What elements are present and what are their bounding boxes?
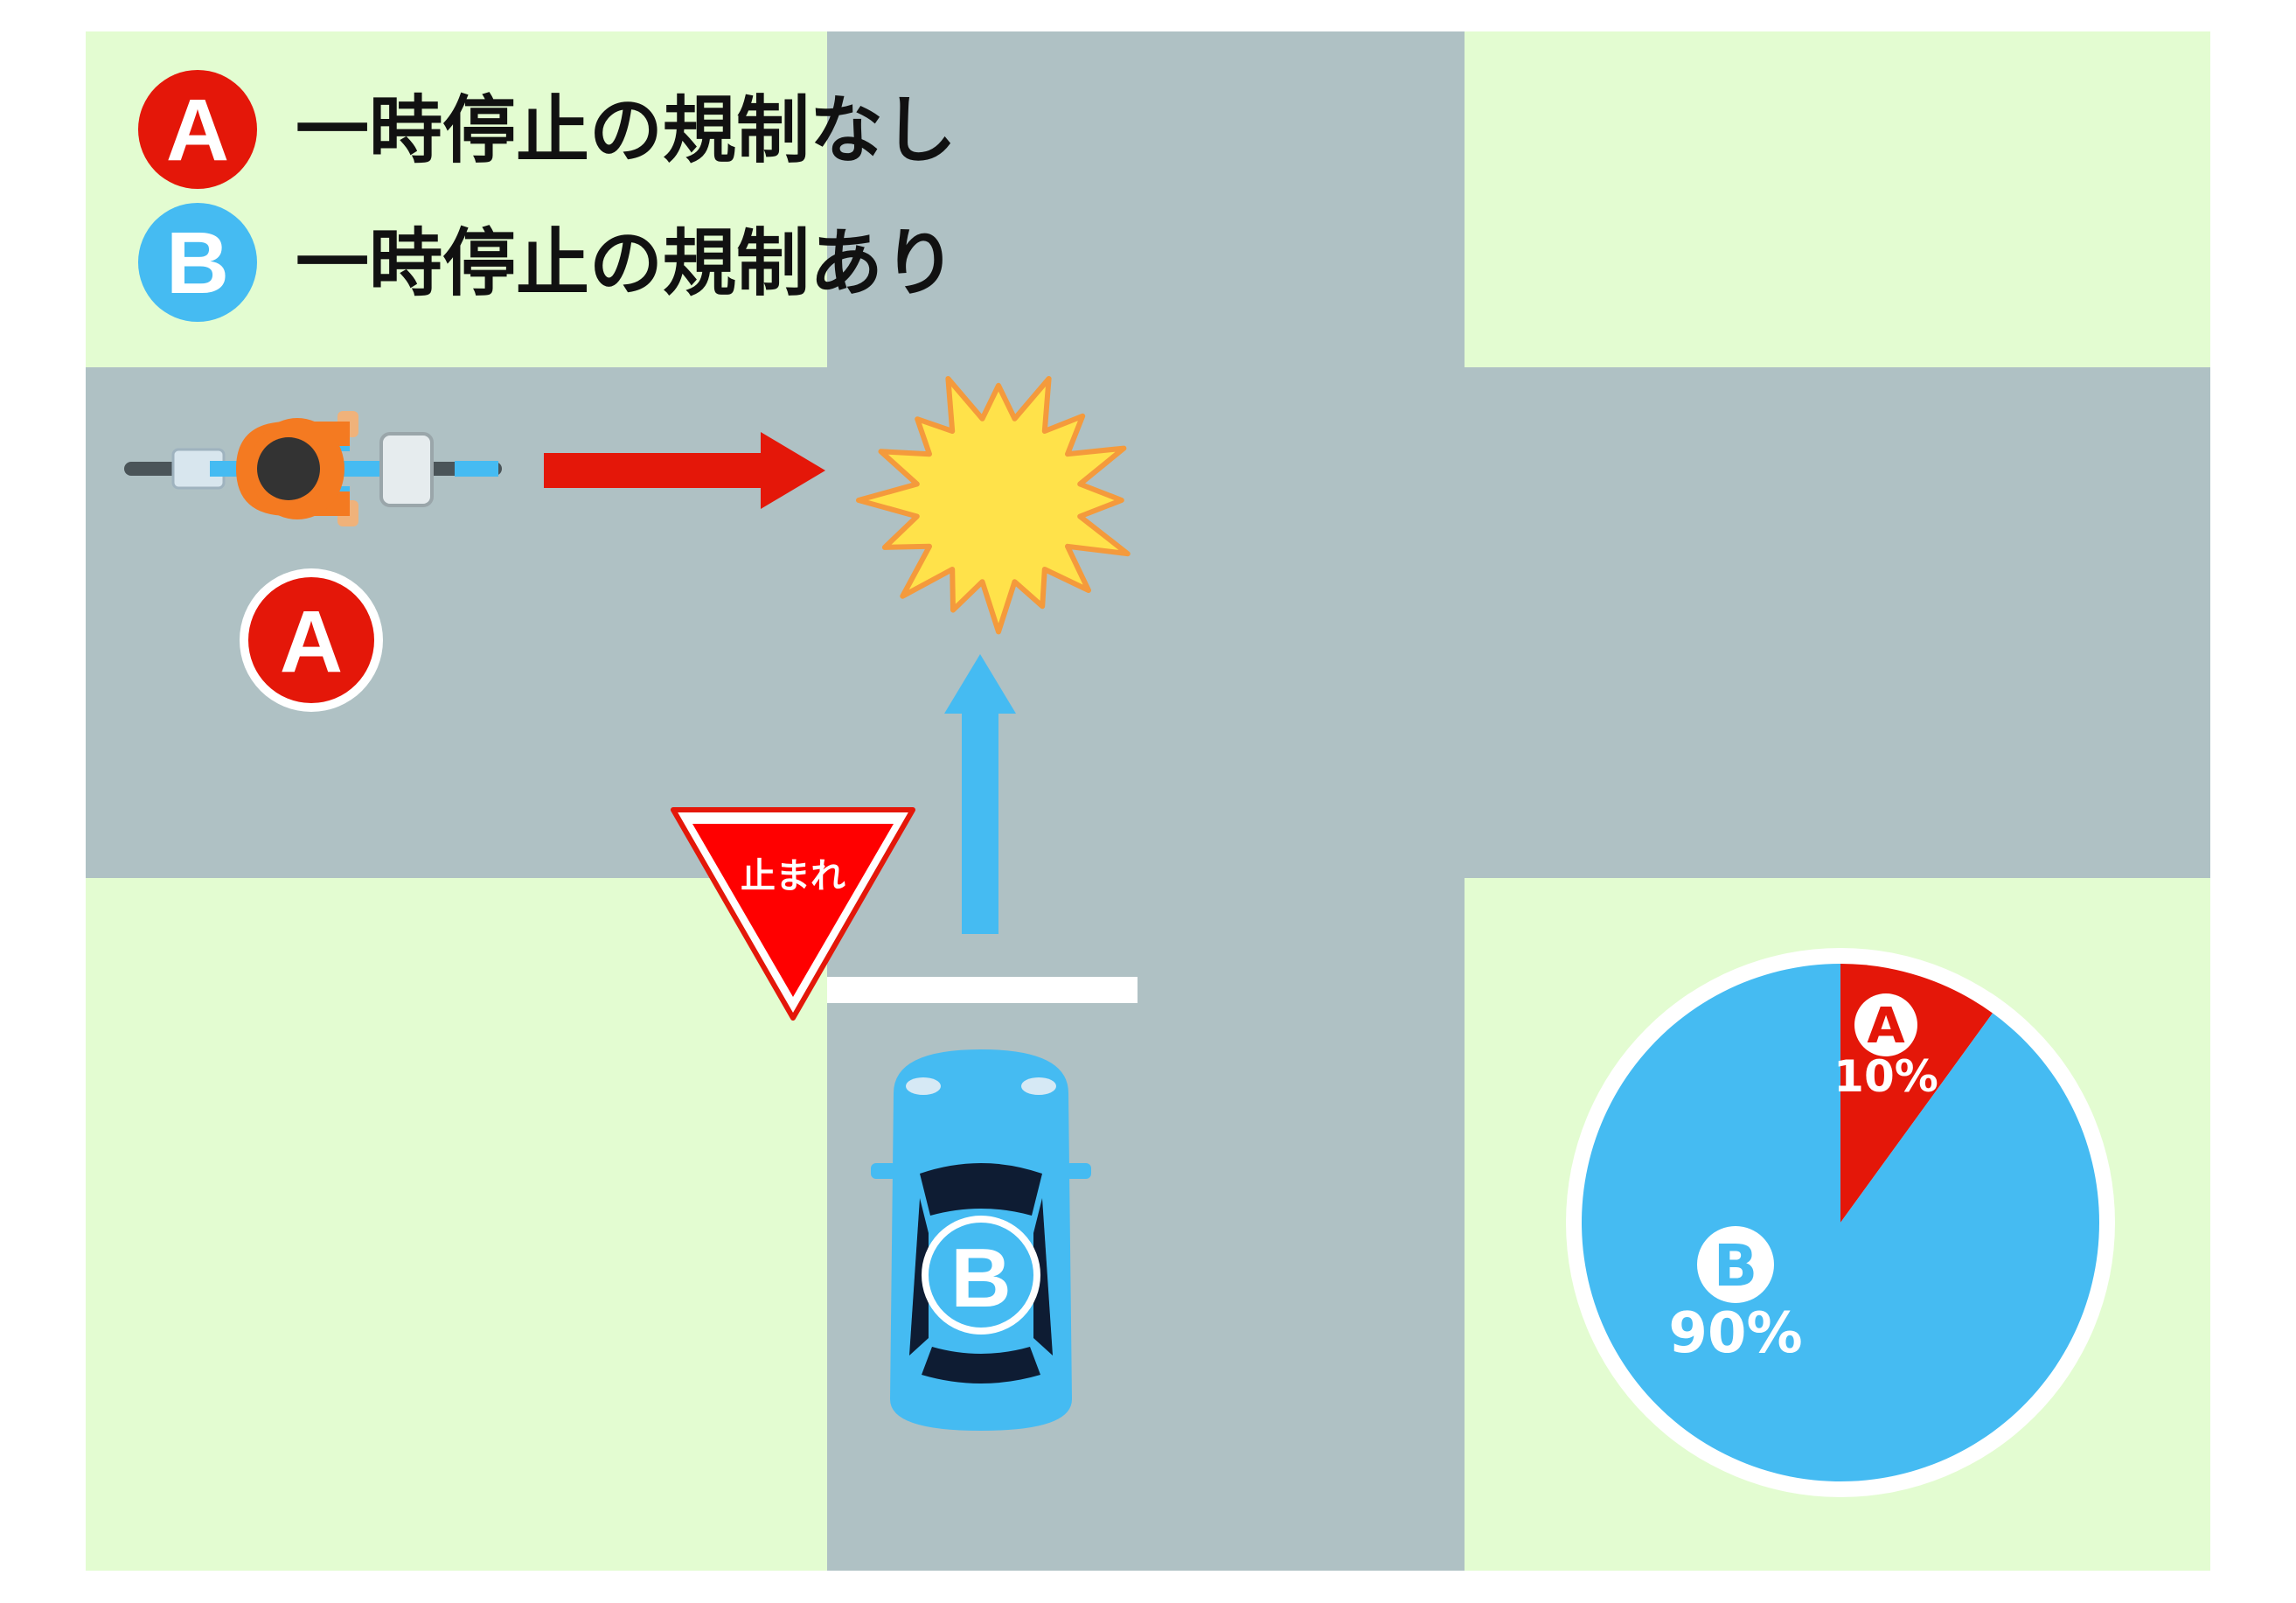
pie-value-label-b: 90%	[1668, 1301, 1802, 1366]
collision-burst-icon	[856, 376, 1131, 635]
bicycle-badge-a: A	[240, 568, 383, 712]
pie-value-label-a: 10%	[1833, 1051, 1938, 1102]
legend-item-a: A 一時停止の規制なし	[138, 70, 957, 189]
legend: A 一時停止の規制なし B 一時停止の規制あり	[138, 70, 957, 322]
car-top-view-icon: B	[871, 1049, 1091, 1431]
legend-badge-b-letter: B	[166, 214, 229, 312]
legend-badge-b	[138, 203, 257, 322]
bicycle-rider-icon	[124, 411, 502, 526]
legend-badge-a-letter: A	[166, 81, 229, 179]
legend-badge-a	[138, 70, 257, 189]
legend-text-a: 一時停止の規制なし	[296, 87, 957, 173]
pie-category-label-b: B	[1714, 1232, 1757, 1300]
road-horizontal	[86, 367, 2210, 878]
pie-badge-b	[1697, 1226, 1774, 1303]
fault-ratio-pie-chart: A10% B90%	[1566, 948, 2115, 1497]
arrow-right-icon	[544, 432, 825, 509]
stop-sign-icon: 止まれ	[671, 807, 915, 1021]
arrow-up-icon	[944, 654, 1016, 934]
pie-badge-a	[1854, 993, 1917, 1056]
legend-text-b: 一時停止の規制あり	[296, 220, 957, 306]
stop-line	[827, 977, 1138, 1003]
pie-slice-b	[1582, 964, 2099, 1482]
bicycle-badge-letter: A	[280, 593, 343, 691]
pie-category-label-a: A	[1867, 998, 1905, 1055]
legend-item-b: B 一時停止の規制あり	[138, 203, 957, 322]
stop-sign-text: 止まれ	[741, 856, 845, 896]
car-badge-letter: B	[950, 1231, 1011, 1325]
